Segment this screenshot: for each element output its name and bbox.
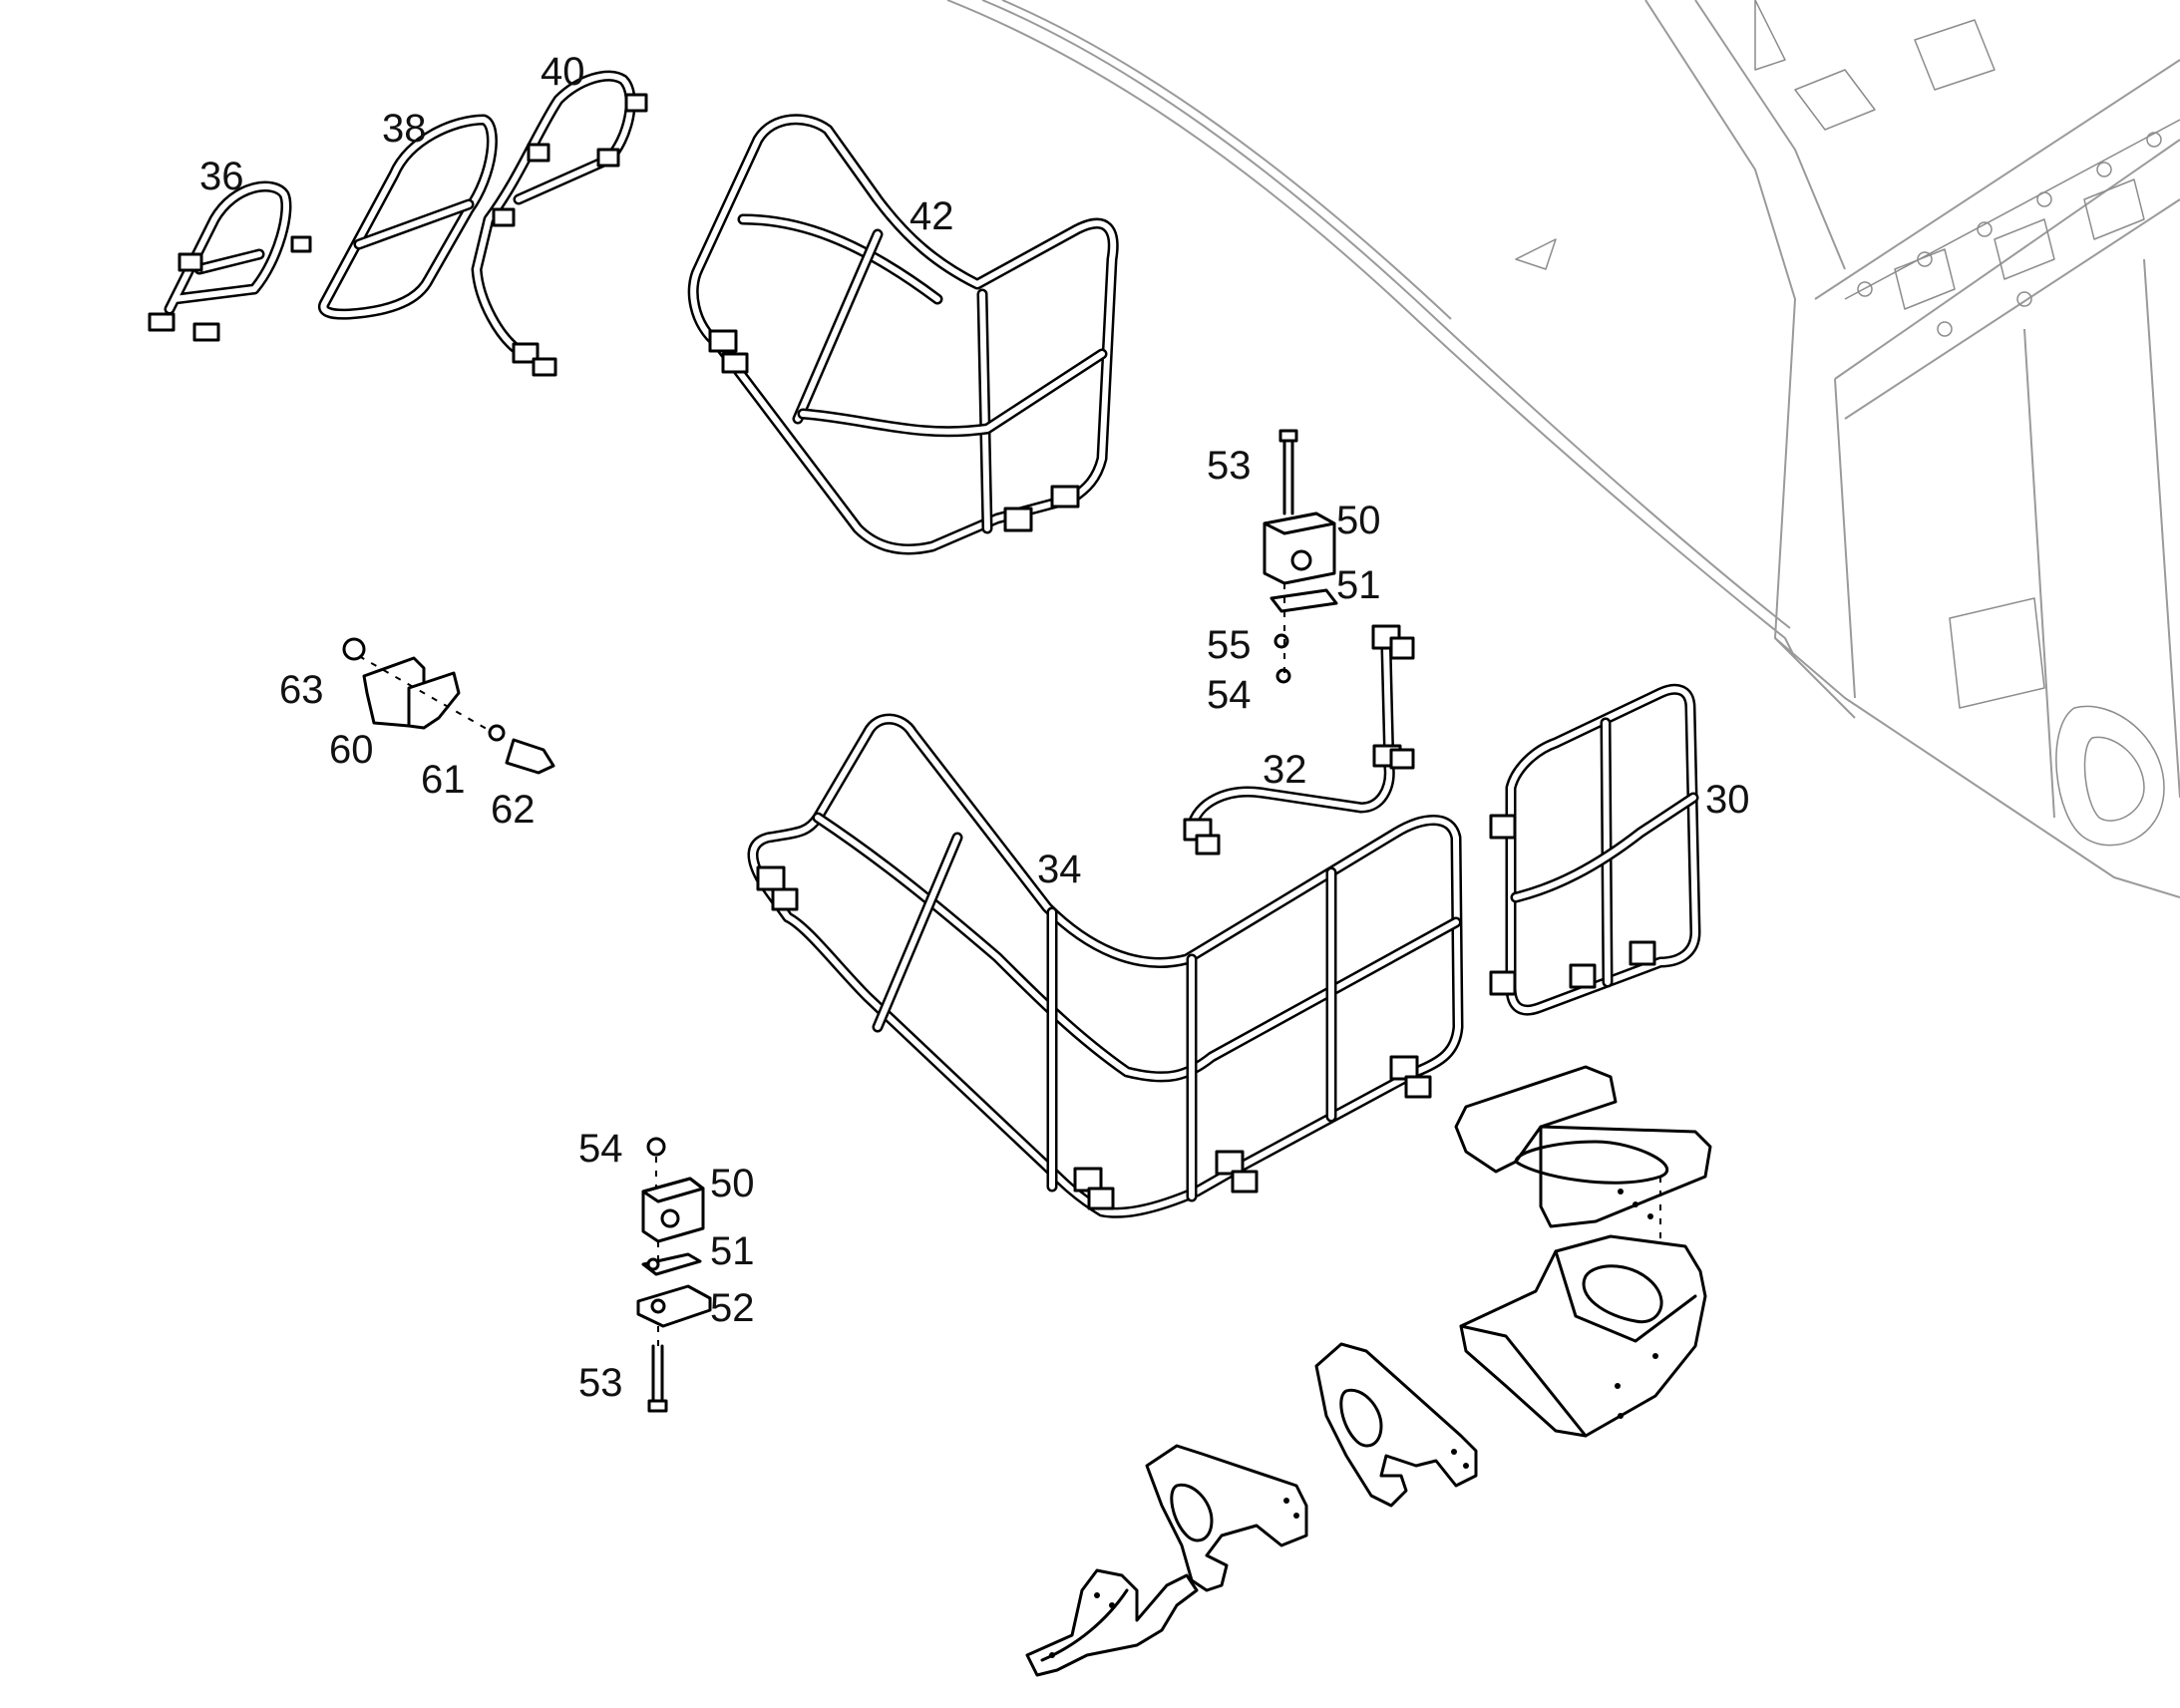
callout-61: 61 bbox=[421, 758, 466, 802]
callout-63: 63 bbox=[279, 668, 324, 712]
callout-30: 30 bbox=[1705, 778, 1750, 822]
bracket-medium-upper bbox=[1314, 1342, 1478, 1508]
part-42-handrail bbox=[687, 114, 1119, 555]
part-36-handrail bbox=[148, 180, 312, 342]
callout-53-lower: 53 bbox=[578, 1361, 623, 1405]
callout-62: 62 bbox=[491, 788, 536, 832]
callout-labels: 36 38 40 42 53 50 51 55 54 63 60 61 62 3… bbox=[199, 50, 1750, 1405]
callout-51-upper: 51 bbox=[1336, 563, 1381, 607]
callout-52: 52 bbox=[710, 1286, 755, 1330]
clamp-assembly-upper bbox=[1263, 429, 1338, 684]
bracket-large-lower bbox=[1459, 1234, 1707, 1438]
bracket-medium-lower bbox=[1145, 1444, 1308, 1592]
callout-42: 42 bbox=[909, 194, 954, 238]
callout-54-upper: 54 bbox=[1207, 673, 1252, 717]
clamp-assembly-lower bbox=[636, 1137, 712, 1413]
part-40-handrail bbox=[471, 70, 648, 377]
callout-34: 34 bbox=[1037, 848, 1082, 891]
callout-54-lower: 54 bbox=[578, 1127, 623, 1171]
hinge-assembly bbox=[342, 637, 555, 775]
callout-55: 55 bbox=[1207, 623, 1252, 667]
callout-60: 60 bbox=[329, 728, 374, 772]
machine-body-outline bbox=[946, 0, 2180, 898]
part-32-rail bbox=[1183, 624, 1415, 855]
part-30-gate bbox=[1489, 683, 1701, 1016]
callout-50-upper: 50 bbox=[1336, 499, 1381, 542]
callout-51-lower: 51 bbox=[710, 1229, 755, 1273]
callout-50-lower: 50 bbox=[710, 1162, 755, 1205]
callout-38: 38 bbox=[382, 107, 427, 151]
callout-36: 36 bbox=[199, 155, 244, 198]
part-34-guard bbox=[747, 713, 1464, 1218]
bracket-large-upper bbox=[1454, 1065, 1712, 1296]
callout-53-upper: 53 bbox=[1207, 444, 1252, 488]
callout-32: 32 bbox=[1263, 748, 1307, 792]
bracket-small bbox=[1025, 1568, 1199, 1677]
callout-40: 40 bbox=[541, 50, 585, 94]
part-38-handrail bbox=[317, 114, 498, 320]
